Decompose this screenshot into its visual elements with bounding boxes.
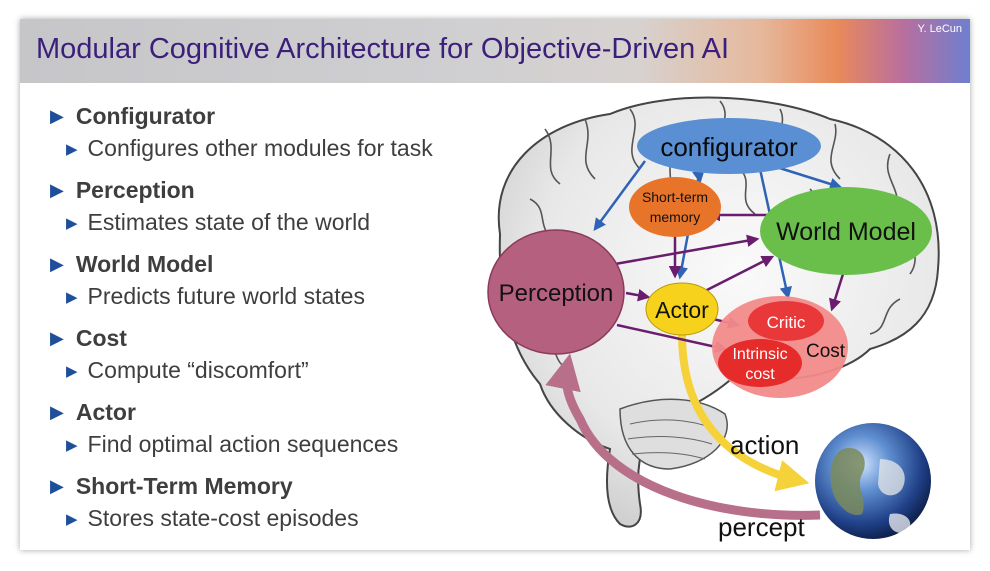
world-model-label: World Model xyxy=(776,218,916,246)
bullet-triangle-icon: ▶ xyxy=(66,289,78,306)
slide: Modular Cognitive Architecture for Objec… xyxy=(20,19,970,550)
world-model-module: World Model xyxy=(760,187,932,275)
bullet-perception: ▶Perception xyxy=(50,177,195,203)
action-arrow xyxy=(678,333,810,492)
bullet-cost: ▶Cost xyxy=(50,325,127,351)
bullet-triangle-icon: ▶ xyxy=(50,328,64,348)
bullet-triangle-icon: ▶ xyxy=(66,141,78,158)
bullet-triangle-icon: ▶ xyxy=(50,476,64,496)
bullet-triangle-icon: ▶ xyxy=(50,106,64,126)
sub-bullet-short-term-memory: ▶Stores state-cost episodes xyxy=(66,505,359,531)
short-term-memory-label-line1: Short-term xyxy=(642,189,708,205)
cost-module: Critic Intrinsic cost Cost xyxy=(712,296,848,398)
bullet-triangle-icon: ▶ xyxy=(50,180,64,200)
short-term-memory-label-line2: memory xyxy=(650,209,701,225)
action-label: action xyxy=(730,430,799,460)
bullet-triangle-icon: ▶ xyxy=(50,254,64,274)
bullet-short-term-memory: ▶Short-Term Memory xyxy=(50,473,293,499)
bullet-configurator: ▶Configurator xyxy=(50,103,216,129)
sub-bullet-perception: ▶Estimates state of the world xyxy=(66,209,371,235)
short-term-memory-module: Short-term memory xyxy=(629,177,721,237)
configurator-module: configurator xyxy=(637,118,821,174)
title-bar: Modular Cognitive Architecture for Objec… xyxy=(20,19,970,83)
critic-label: Critic xyxy=(767,313,806,332)
sub-bullet-configurator: ▶Configures other modules for task xyxy=(66,135,433,161)
earth-globe-icon xyxy=(815,423,931,539)
cost-label: Cost xyxy=(806,341,846,362)
data-flow-arrows xyxy=(614,208,845,353)
slide-title: Modular Cognitive Architecture for Objec… xyxy=(36,33,730,65)
sub-bullet-actor: ▶Find optimal action sequences xyxy=(66,431,399,457)
sub-bullet-world-model: ▶Predicts future world states xyxy=(66,283,365,309)
intrinsic-cost-label-line2: cost xyxy=(745,366,775,383)
sub-bullet-cost: ▶Compute “discomfort” xyxy=(66,357,309,383)
bullet-triangle-icon: ▶ xyxy=(66,363,78,380)
intrinsic-cost-label-line1: Intrinsic xyxy=(732,346,787,363)
bullet-triangle-icon: ▶ xyxy=(66,511,78,528)
bullet-triangle-icon: ▶ xyxy=(66,215,78,232)
actor-label: Actor xyxy=(655,297,709,323)
percept-label: percept xyxy=(718,512,805,542)
bullet-triangle-icon: ▶ xyxy=(66,437,78,454)
configurator-label: configurator xyxy=(660,132,798,162)
author-label: Y. LeCun xyxy=(917,23,962,35)
percept-arrow xyxy=(545,353,821,520)
perception-module: Perception xyxy=(487,229,625,355)
actor-module: Actor xyxy=(645,282,719,336)
bullet-list: ▶Configurator ▶Configures other modules … xyxy=(50,99,433,543)
perception-label: Perception xyxy=(499,280,614,307)
bullet-actor: ▶Actor xyxy=(50,399,136,425)
architecture-diagram: Critic Intrinsic cost Cost World Model S… xyxy=(487,96,940,542)
bullet-triangle-icon: ▶ xyxy=(50,402,64,422)
bullet-world-model: ▶World Model xyxy=(50,251,214,277)
